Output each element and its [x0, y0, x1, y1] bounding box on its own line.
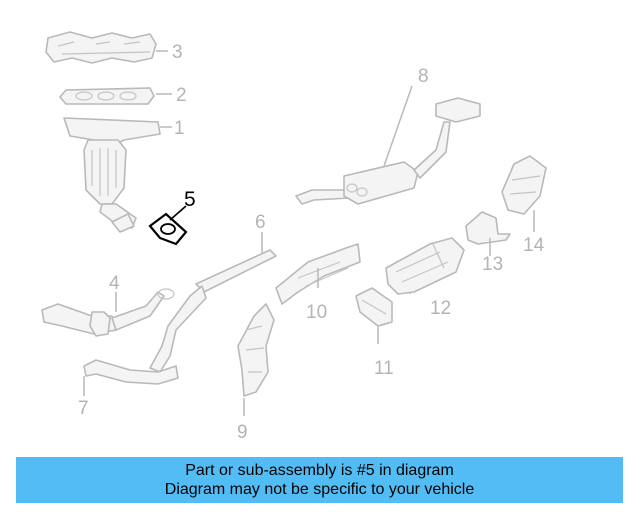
callout-3: 3: [172, 42, 183, 63]
callout-8: 8: [418, 66, 429, 87]
exhaust-parts-diagram: 3 2 1 5 8: [41, 31, 547, 443]
part-6-front-pipe: 6: [149, 212, 277, 373]
banner-line-2: Diagram may not be specific to your vehi…: [164, 481, 475, 498]
part-12-heat-shield: 12: [385, 237, 465, 319]
callout-13: 13: [482, 254, 503, 275]
callout-10: 10: [306, 302, 327, 323]
callout-12: 12: [430, 298, 451, 319]
part-7-pipe: 7: [78, 359, 179, 419]
part-3-heat-shield: 3: [45, 31, 183, 64]
callout-4: 4: [109, 273, 120, 294]
part-5-gasket-highlighted: 5: [148, 188, 196, 246]
part-2-gasket: 2: [59, 85, 187, 106]
callout-7: 7: [78, 398, 89, 419]
callout-6: 6: [255, 212, 266, 233]
part-1-manifold-converter: 1: [63, 117, 185, 233]
callout-9: 9: [237, 422, 248, 443]
part-8-muffler: 8: [295, 66, 481, 205]
part-4-y-pipe: 4: [41, 273, 175, 337]
part-11-bracket: 11: [355, 287, 394, 379]
callout-1: 1: [174, 118, 185, 139]
banner-line-1: Part or sub-assembly is #5 in diagram: [185, 462, 454, 479]
part-13-bracket: 13: [465, 211, 511, 275]
callout-2: 2: [176, 85, 187, 106]
callout-11: 11: [374, 358, 394, 379]
callout-5: 5: [184, 188, 196, 211]
callout-14: 14: [523, 235, 545, 256]
info-banner: Part or sub-assembly is #5 in diagram Di…: [16, 457, 623, 503]
part-9-heat-shield: 9: [237, 303, 275, 443]
part-14-heat-shield: 14: [501, 155, 547, 256]
part-10-heat-shield: 10: [275, 243, 361, 323]
